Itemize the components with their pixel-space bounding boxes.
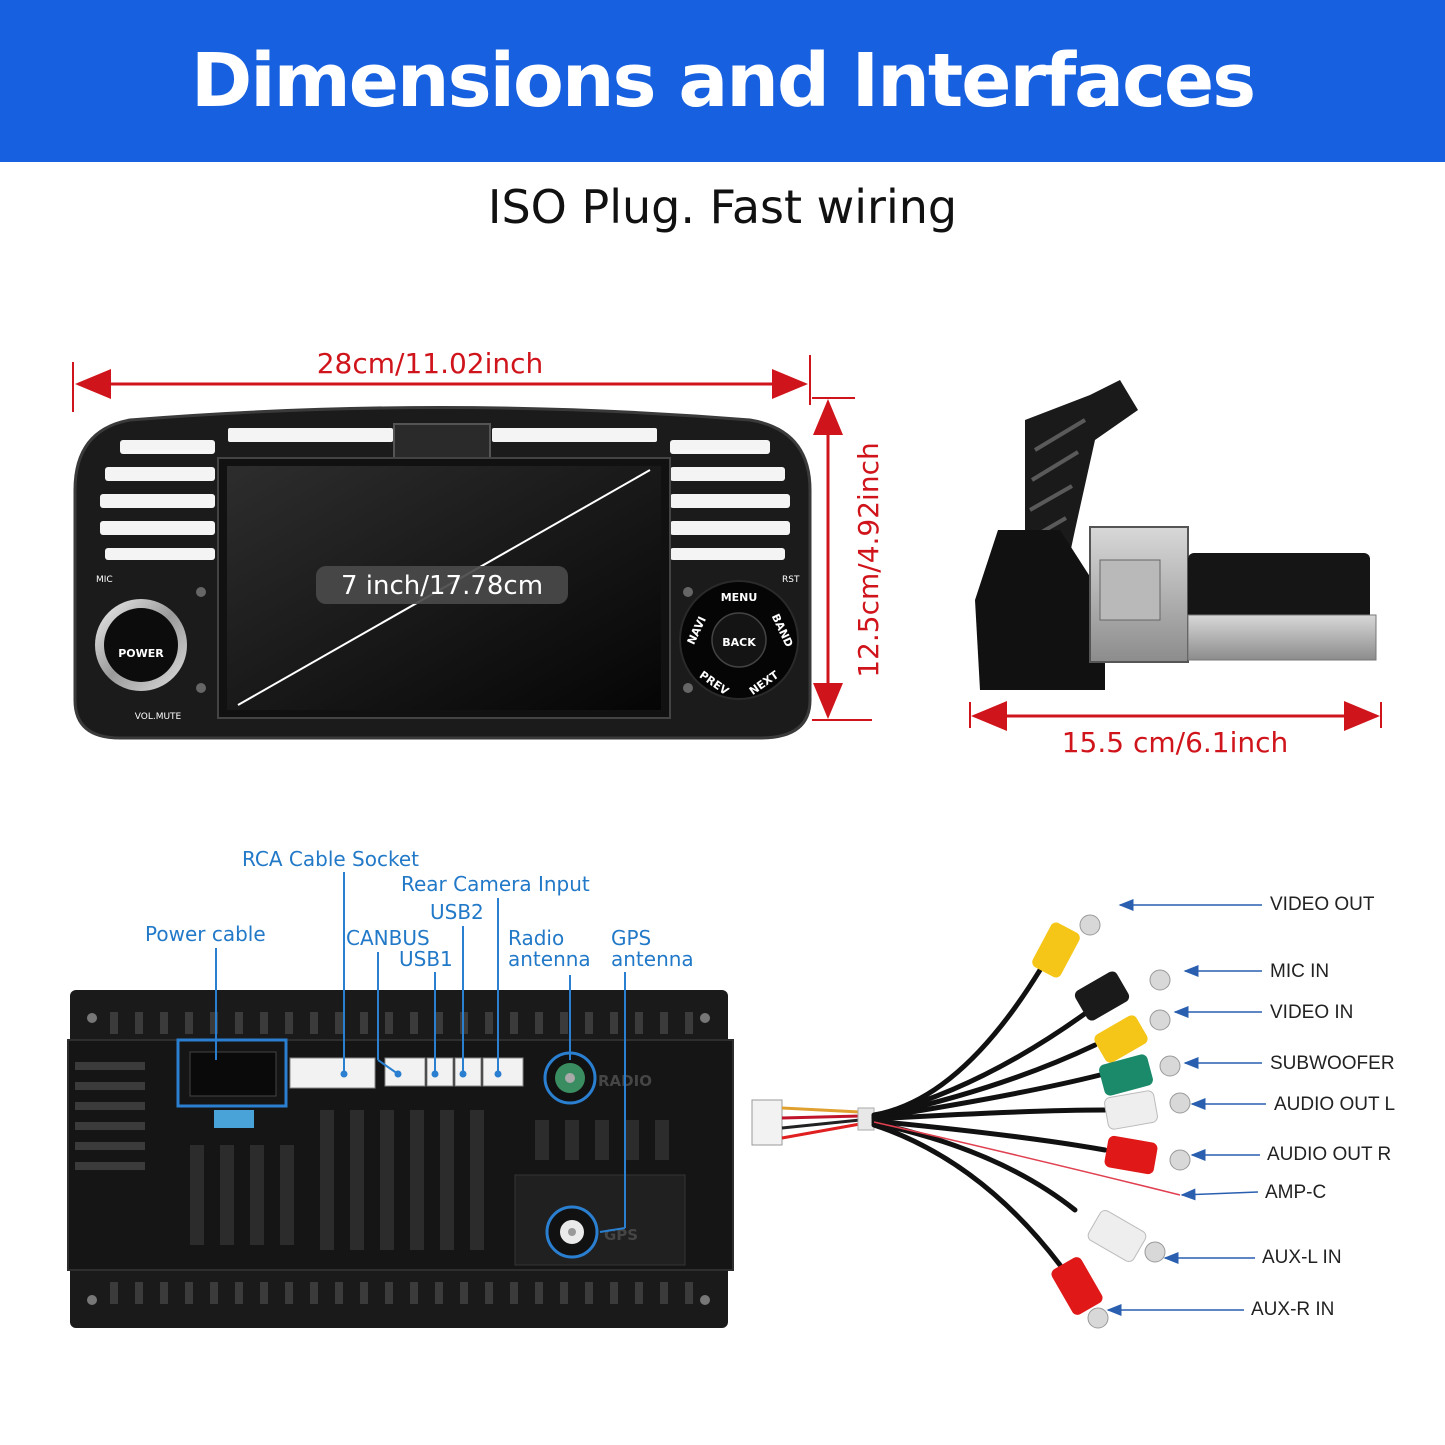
width-dimension: 28cm/11.02inch [72, 347, 811, 412]
width-label: 28cm/11.02inch [317, 347, 544, 380]
menu-button[interactable]: MENU [721, 591, 758, 604]
radio-antenna-port[interactable] [543, 1051, 597, 1105]
cable-label-aux-r-in: AUX-R IN [1251, 1299, 1334, 1320]
cable-label-mic-in: MIC IN [1270, 961, 1329, 982]
side-view [975, 380, 1377, 690]
radio-antenna-label-2: antenna [508, 947, 591, 971]
rca-cable-harness [751, 914, 1191, 1329]
cable-leaders [1106, 899, 1266, 1316]
cable-label-audio-out-r: AUDIO OUT R [1267, 1144, 1391, 1165]
cable-label-audio-out-l: AUDIO OUT L [1274, 1094, 1395, 1115]
rear-camera-port[interactable] [482, 1057, 524, 1087]
canbus-label: CANBUS [346, 926, 430, 950]
rca-socket-label: RCA Cable Socket [242, 847, 419, 871]
control-buttons: BACK MENU NAVI BAND PREV NEXT [679, 580, 799, 700]
power-cable-label: Power cable [145, 922, 266, 946]
usb2-port[interactable] [454, 1057, 482, 1087]
screen-size-label: 7 inch/17.78cm [341, 571, 543, 601]
back-button[interactable] [711, 612, 767, 668]
cable-label-subwoofer: SUBWOOFER [1270, 1053, 1395, 1074]
height-label: 12.5cm/4.92inch [852, 442, 885, 677]
depth-dimension: 15.5 cm/6.1inch [969, 701, 1382, 759]
canbus-port[interactable] [384, 1057, 426, 1087]
gps-antenna-label-2: antenna [611, 947, 694, 971]
power-knob[interactable]: POWER [95, 599, 187, 691]
port-leaders [215, 872, 626, 1233]
cable-label-amp-c: AMP-C [1265, 1182, 1326, 1203]
front-panel: 7 inch/17.78cm MIC RST POWER VOL.MUTE BA… [73, 406, 812, 740]
back-label: BACK [722, 636, 756, 649]
rst-label: RST [782, 575, 800, 585]
cable-label-video-out: VIDEO OUT [1270, 894, 1375, 915]
gps-antenna-port[interactable] [545, 1205, 599, 1259]
usb1-port[interactable] [426, 1057, 454, 1087]
rca-plugs [1032, 922, 1158, 1315]
vol-mute-label: VOL.MUTE [135, 712, 182, 722]
height-dimension: 12.5cm/4.92inch [812, 397, 885, 721]
left-vent [100, 440, 215, 560]
header-banner: Dimensions and Interfaces [0, 0, 1445, 162]
usb1-label: USB1 [399, 947, 453, 971]
rear-view: RADIO GPS [67, 990, 734, 1328]
screen-size-badge [316, 566, 568, 604]
depth-label: 15.5 cm/6.1inch [1062, 726, 1289, 759]
power-cable-port[interactable] [176, 1038, 288, 1108]
gps-antenna-label-1: GPS [611, 926, 651, 950]
page-title: Dimensions and Interfaces [190, 38, 1256, 124]
cable-label-aux-l-in: AUX-L IN [1262, 1247, 1342, 1268]
cable-label-video-in: VIDEO IN [1270, 1002, 1353, 1023]
right-vent [670, 440, 790, 560]
usb2-label: USB2 [430, 900, 484, 924]
page-subtitle: ISO Plug. Fast wiring [487, 180, 958, 234]
mic-label: MIC [96, 575, 113, 585]
rca-socket-port[interactable] [289, 1057, 376, 1089]
radio-antenna-label-1: Radio [508, 926, 564, 950]
power-label: POWER [118, 647, 164, 660]
cable-labels: VIDEO OUT MIC IN VIDEO IN SUBWOOFER AUDIO OU… [1251, 894, 1395, 1320]
rear-camera-label: Rear Camera Input [401, 872, 590, 896]
